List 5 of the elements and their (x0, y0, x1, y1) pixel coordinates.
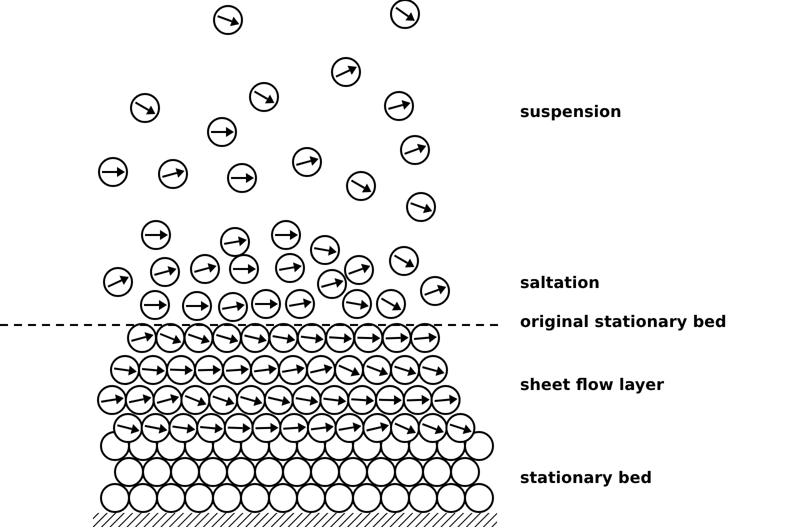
layer-label: stationary bed (520, 468, 652, 488)
layer-label: sheet flow layer (520, 375, 664, 395)
layer-label: saltation (520, 273, 600, 293)
layer-label: original stationary bed (520, 312, 726, 332)
layer-label: suspension (520, 102, 622, 122)
